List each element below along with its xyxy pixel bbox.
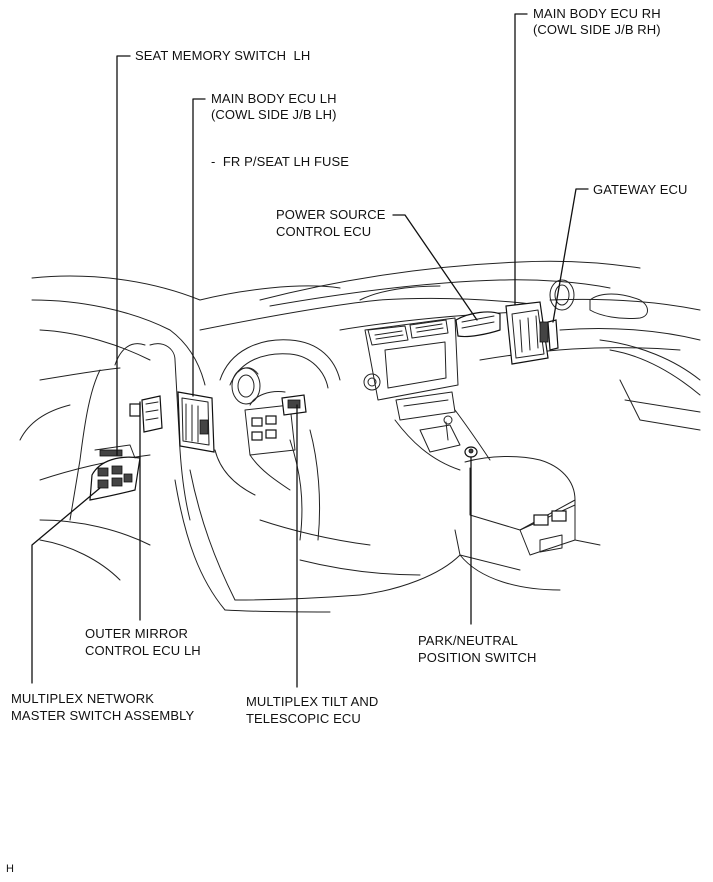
label-fuse: - FR P/SEAT LH FUSE <box>211 154 350 169</box>
label-main-body-ecu-rh-sub: (COWL SIDE J/B RH) <box>533 22 661 37</box>
label-park-neutral: PARK/NEUTRAL <box>418 633 518 648</box>
leader-power-source <box>392 214 478 321</box>
tilt-telescopic-ecu-part <box>281 394 307 416</box>
leader-lines <box>31 13 589 688</box>
leader-main-body-rh <box>514 13 528 306</box>
label-multiplex-master: MULTIPLEX NETWORK <box>11 691 155 706</box>
label-power-source-sub: CONTROL ECU <box>276 224 372 239</box>
label-main-body-ecu-lh-sub: (COWL SIDE J/B LH) <box>211 107 337 122</box>
leader-multiplex-master <box>31 487 101 684</box>
leader-gateway <box>552 188 589 323</box>
label-outer-mirror-sub: CONTROL ECU LH <box>85 643 201 658</box>
gateway-ecu-part <box>547 319 559 351</box>
label-seat-memory-switch: SEAT MEMORY SWITCH LH <box>135 48 311 63</box>
leader-seat-memory <box>116 55 131 456</box>
main-body-ecu-rh-part <box>505 301 549 365</box>
label-outer-mirror: OUTER MIRROR <box>85 626 189 641</box>
label-multiplex-tilt: MULTIPLEX TILT AND <box>246 694 379 709</box>
label-power-source: POWER SOURCE <box>276 207 386 222</box>
park-neutral-switch-part <box>464 446 478 458</box>
multiplex-master-switch-part <box>89 444 141 501</box>
label-main-body-ecu-lh: MAIN BODY ECU LH <box>211 91 337 106</box>
label-main-body-ecu-rh: MAIN BODY ECU RH <box>533 6 661 21</box>
label-multiplex-master-sub: MASTER SWITCH ASSEMBLY <box>11 708 195 723</box>
label-park-neutral-sub: POSITION SWITCH <box>418 650 537 665</box>
label-gateway-ecu: GATEWAY ECU <box>593 182 688 197</box>
dashboard-outline <box>19 260 701 613</box>
outer-mirror-ecu-part <box>129 395 163 433</box>
main-body-ecu-lh-part <box>177 391 215 453</box>
leader-main-body-lh <box>192 98 206 397</box>
power-source-ecu-part <box>455 311 501 338</box>
figure-code: H <box>6 863 15 875</box>
label-multiplex-tilt-sub: TELESCOPIC ECU <box>246 711 361 726</box>
